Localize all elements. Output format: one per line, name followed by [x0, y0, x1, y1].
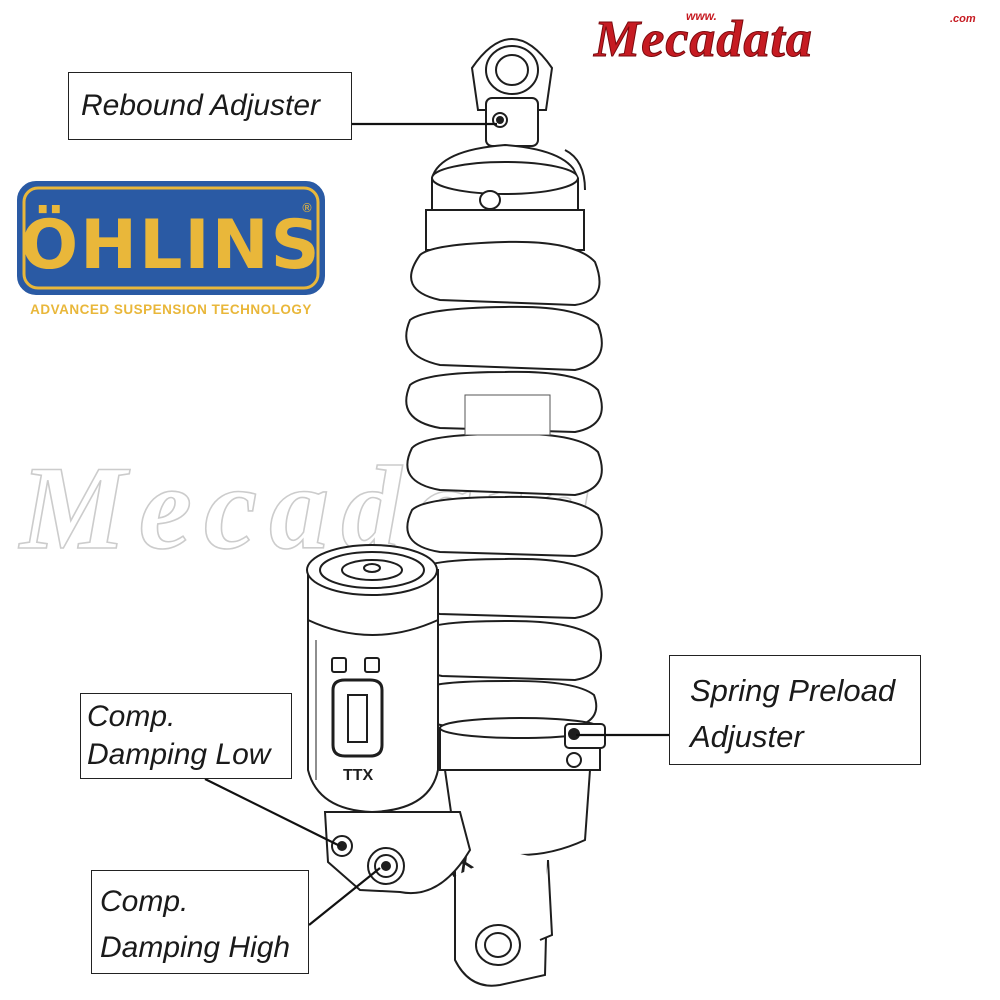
spring-preload-label-line2: Adjuster: [690, 719, 804, 754]
mecadata-prefix: www.: [686, 9, 717, 23]
shock-absorber: TTX TTX: [306, 38, 606, 987]
mecadata-suffix: .com: [950, 13, 976, 25]
comp-damping-high-label-line1: Comp.: [100, 885, 189, 918]
comp-damping-high-callout: Comp. Damping High: [91, 870, 309, 974]
comp-damping-high-label-line2: Damping High: [100, 931, 291, 964]
mecadata-logo-text: Mecadata: [593, 11, 813, 66]
comp-high-leader-line: [308, 867, 381, 926]
ohlins-logo: ÖHLINS ® ADVANCED SUSPENSION TECHNOLOGY: [17, 181, 325, 317]
comp-damping-low-label-line1: Comp.: [87, 700, 176, 733]
spring-preload-adjuster-callout: Spring Preload Adjuster: [669, 655, 921, 765]
leader-lines: [204, 122, 669, 926]
comp-damping-low-label-line2: Damping Low: [87, 738, 271, 771]
ohlins-registered-mark: ®: [301, 201, 313, 215]
ohlins-tagline: ADVANCED SUSPENSION TECHNOLOGY: [30, 302, 312, 317]
rebound-adjuster-callout: Rebound Adjuster: [68, 72, 352, 140]
ohlins-logo-text: ÖHLINS: [20, 205, 321, 285]
rebound-adjuster-label: Rebound Adjuster: [81, 89, 321, 122]
mecadata-logo: Mecadata www. .com: [593, 9, 976, 66]
reservoir-canister: TTX: [306, 544, 472, 895]
coil-spring: [405, 240, 603, 730]
ohlins-logo-badge: [17, 181, 325, 295]
reservoir-badge-text: TTX: [343, 767, 374, 784]
spring-preload-label-line1: Spring Preload: [690, 673, 896, 708]
comp-damping-low-callout: Comp. Damping Low: [80, 693, 292, 779]
comp-low-leader-line: [204, 778, 341, 847]
